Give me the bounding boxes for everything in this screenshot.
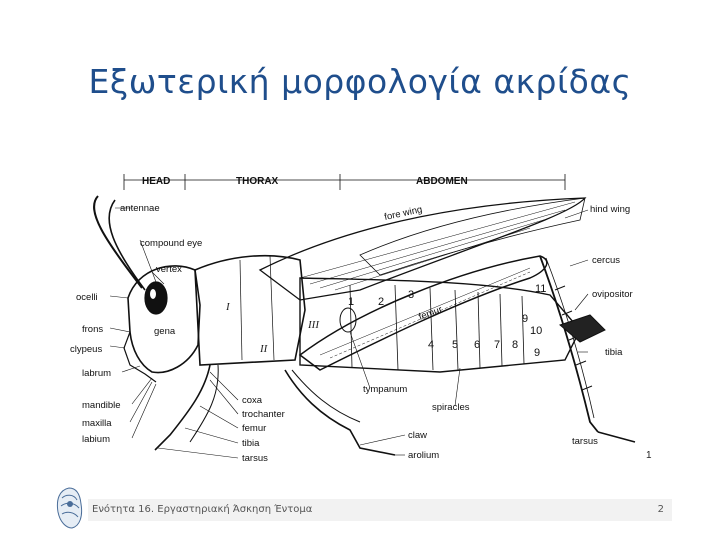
thorax-segment-3: III — [307, 319, 320, 331]
label-cercus: cercus — [592, 255, 620, 266]
label-hind-wing: hind wing — [590, 204, 630, 215]
abdomen-segment-7: 7 — [494, 339, 500, 351]
region-head-label: HEAD — [142, 176, 170, 187]
label-labium: labium — [82, 434, 110, 445]
thorax-segment-2: II — [259, 343, 269, 355]
label-vertex: vertex — [156, 264, 182, 275]
label-ocelli: ocelli — [76, 292, 98, 303]
abdomen-segment-5: 5 — [452, 339, 458, 351]
footer-text: Ενότητα 16. Εργαστηριακή Άσκηση Έντομα — [92, 504, 313, 515]
label-tibia-front: tibia — [242, 438, 260, 449]
label-tarsus-hind: tarsus — [572, 436, 598, 447]
university-seal-icon — [52, 484, 86, 532]
label-tibia-hind: tibia — [605, 347, 623, 358]
footer-bar: Ενότητα 16. Εργαστηριακή Άσκηση Έντομα 2 — [88, 499, 672, 521]
abdomen-segment-4: 4 — [428, 339, 434, 351]
label-antennae: antennae — [120, 203, 160, 214]
slide-title: Εξωτερική μορφολογία ακρίδας — [88, 62, 632, 101]
label-femur-hind: femur — [417, 304, 444, 323]
label-frons: frons — [82, 324, 103, 335]
abdomen-segment-10: 10 — [530, 325, 542, 337]
thorax-segment-1: I — [225, 301, 231, 313]
abdomen-segment-9: 9 — [522, 313, 528, 325]
abdomen-segment-2: 2 — [378, 296, 384, 308]
label-maxilla: maxilla — [82, 418, 112, 429]
label-arolium: arolium — [408, 450, 439, 461]
abdomen-segment-9-ventral: 9 — [534, 347, 540, 359]
label-compound-eye: compound eye — [140, 238, 202, 249]
figure-reference: 1 — [646, 450, 652, 461]
label-labrum: labrum — [82, 368, 111, 379]
label-mandible: mandible — [82, 400, 121, 411]
label-trochanter: trochanter — [242, 409, 285, 420]
label-tarsus-front: tarsus — [242, 453, 268, 464]
label-clypeus: clypeus — [70, 344, 102, 355]
label-femur: femur — [242, 423, 266, 434]
page-number: 2 — [657, 504, 664, 515]
label-ovipositor: ovipositor — [592, 289, 633, 300]
label-tympanum: tympanum — [363, 384, 407, 395]
label-gena: gena — [154, 326, 176, 337]
abdomen-segment-1: 1 — [348, 296, 354, 308]
abdomen-segment-11: 11 — [535, 283, 546, 295]
abdomen-segment-8: 8 — [512, 339, 518, 351]
abdomen-segment-3: 3 — [408, 289, 414, 301]
label-claw: claw — [408, 430, 427, 441]
label-spiracles: spiracles — [432, 402, 470, 413]
label-coxa: coxa — [242, 395, 263, 406]
abdomen-segment-6: 6 — [474, 339, 480, 351]
region-thorax-label: THORAX — [236, 176, 279, 187]
grasshopper-diagram: HEAD THORAX ABDOMEN antennae compound ey… — [60, 160, 670, 480]
grasshopper-svg: HEAD THORAX ABDOMEN antennae compound ey… — [70, 174, 636, 464]
region-abdomen-label: ABDOMEN — [416, 176, 468, 187]
